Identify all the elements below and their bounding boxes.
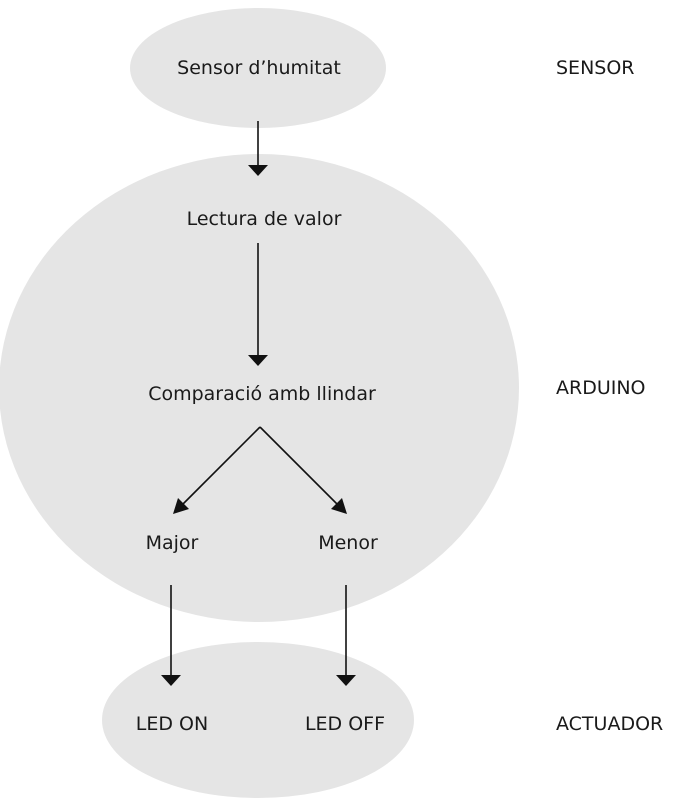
stage-sensor-label: SENSOR [556, 57, 635, 79]
stage-arduino-label: ARDUINO [556, 377, 646, 399]
node-comparison-label: Comparació amb llindar [148, 383, 376, 405]
node-lesser-label: Menor [318, 532, 378, 554]
arrow-greater-to-led-on [161, 585, 181, 686]
node-greater-label: Major [146, 532, 199, 554]
arrow-lesser-to-led-off [336, 585, 356, 686]
node-sensor-label: Sensor d’humitat [177, 57, 341, 79]
node-reading-label: Lectura de valor [187, 208, 342, 230]
arduino-ellipse [0, 154, 519, 622]
actuador-ellipse [102, 642, 414, 798]
stage-actuador-label: ACTUADOR [556, 713, 663, 735]
node-led-on-label: LED ON [136, 713, 208, 735]
arrow-comparison-to-lesser [259, 426, 347, 514]
node-led-off-label: LED OFF [305, 713, 385, 735]
arrow-comparison-to-greater [173, 426, 261, 514]
arrow-reading-to-comparison [248, 243, 268, 366]
arrow-sensor-to-reading [248, 121, 268, 176]
sensor-ellipse [130, 8, 386, 128]
